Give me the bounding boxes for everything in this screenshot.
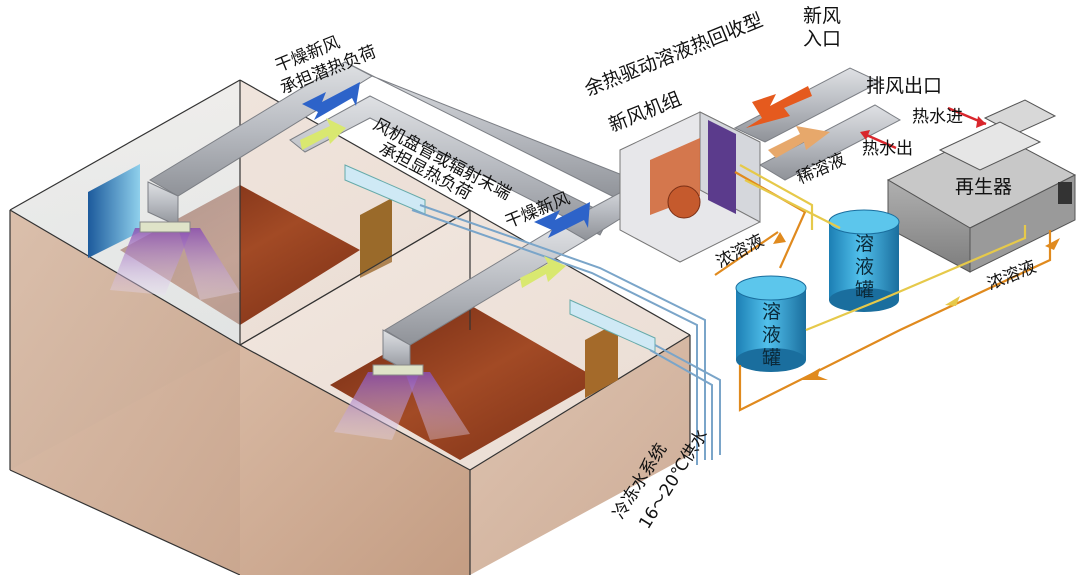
fancoil-wall-right <box>585 322 618 398</box>
label-unit-title-1: 余热驱动溶液热回收型 <box>582 9 766 101</box>
tank-b-char-3: 罐 <box>762 347 781 369</box>
tank-b-char-2: 液 <box>762 324 781 346</box>
label-hot-water-out: 热水出 <box>862 139 913 159</box>
exhaust-arrow <box>768 126 830 158</box>
tank-a-char-3: 罐 <box>855 279 874 301</box>
label-fresh-air-inlet-1: 新风 <box>803 5 841 27</box>
supply-arrow-a <box>300 118 346 150</box>
solution-flow-arrows <box>773 232 1060 380</box>
tank-b-char-1: 溶 <box>762 301 781 323</box>
solution-tank-a <box>828 209 900 312</box>
label-exhaust-outlet: 排风出口 <box>866 75 942 97</box>
label-hot-water-in: 热水进 <box>912 107 963 127</box>
dry-air-arrow-top <box>302 82 360 120</box>
solution-module <box>708 120 736 214</box>
regenerator-unit <box>886 99 1077 273</box>
tank-a-char-2: 液 <box>855 256 874 278</box>
solution-tank-b <box>735 275 807 372</box>
tank-a-char-1: 溶 <box>855 233 874 255</box>
fresh-air-arrow <box>746 86 812 128</box>
fresh-air-unit <box>619 111 761 263</box>
air-flow-arrows <box>300 82 987 288</box>
solution-pipes <box>714 164 1052 412</box>
label-fresh-air-inlet-2: 入口 <box>803 28 841 50</box>
dry-air-arrow-mid <box>534 202 590 238</box>
radiant-panel-left <box>88 164 140 258</box>
label-regenerator: 再生器 <box>955 176 1012 198</box>
label-concentrated-right: 浓溶液 <box>984 257 1039 295</box>
supply-vents <box>110 221 470 440</box>
supply-arrow-b <box>520 256 566 288</box>
chilled-water-pipes <box>411 204 721 465</box>
fancoil-wall-left <box>360 198 392 278</box>
